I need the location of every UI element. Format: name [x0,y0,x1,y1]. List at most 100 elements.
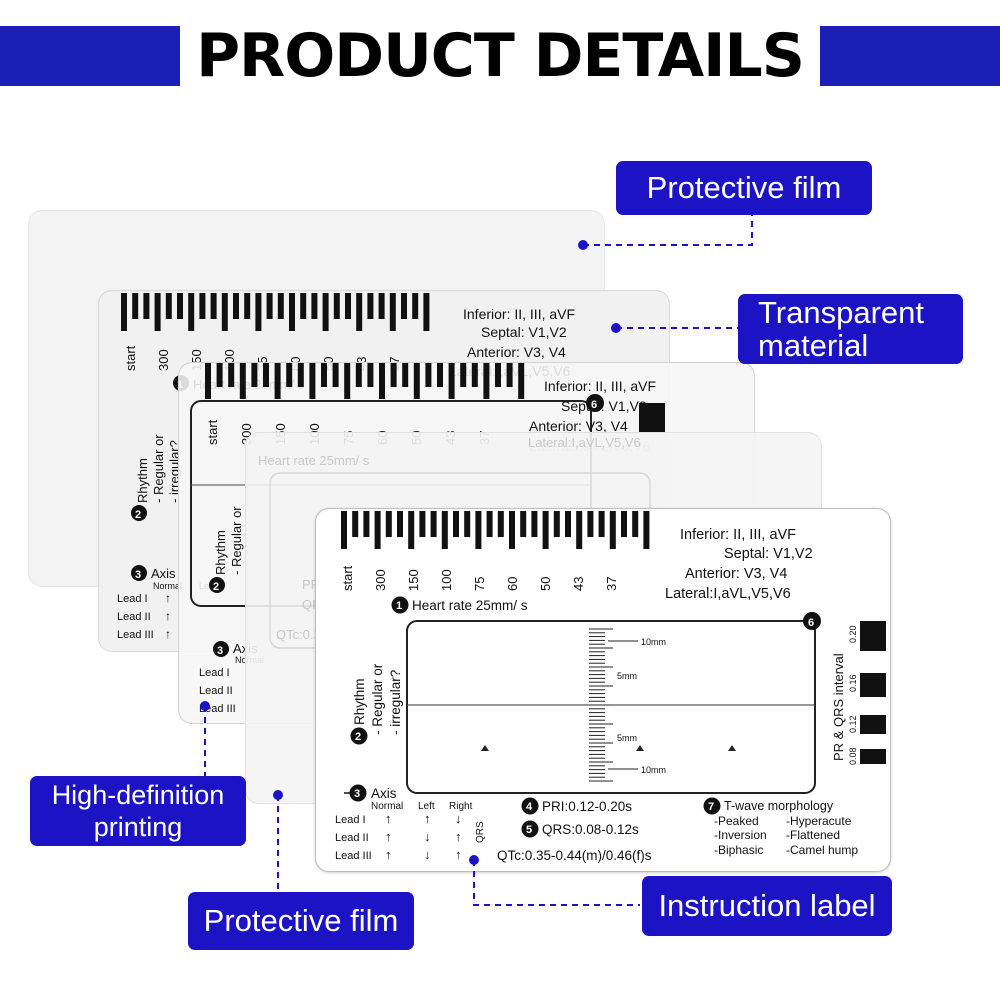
hr-tick-bar [251,363,258,387]
mm-ruler [589,628,613,782]
step-3-number: 3 [354,788,360,800]
axis-label: Axis [151,566,176,581]
hr-tick-bar [531,511,538,537]
page-title: PRODUCT DETAILS [196,21,805,91]
interval-block-016 [860,673,886,697]
step-6-badge [803,612,821,630]
step-4-number: 4 [526,801,533,813]
twave-biphasic: -Biphasic [714,843,763,857]
hr-tick-bar [495,363,501,387]
step-1-badge [391,596,409,614]
marker-triangle-3 [728,745,736,751]
hr-tick-bar [274,363,281,399]
hr-tick-bar [286,363,293,387]
hr-tick-bar [121,293,127,331]
hr-tick-bar [437,363,443,387]
hr-tick-bar [483,363,490,399]
hr-tick-bar [565,511,571,537]
leader-dot-transparent [611,323,621,333]
hr-tick-bar [309,363,316,399]
hr-tick-bar [518,363,525,399]
hr-tick-bar [154,293,161,331]
hr-tick-bar [321,363,327,387]
interval-block [639,403,665,433]
hr-scale-label: 60 [505,577,520,591]
hr-tick-bar [389,293,396,331]
hr-tick-bar [423,293,430,331]
hr-scale-label: start [340,565,355,591]
step-3-badge [213,641,229,657]
step-7-number: 7 [708,801,714,813]
hr-tick-bar [401,293,407,319]
hr-tick-bar [188,293,195,331]
hr-tick-bar [379,363,385,399]
marker-triangle-1 [481,745,489,751]
axis-right-2: ↑ [455,829,462,844]
hr-tick-bar [216,363,223,387]
axis-normal-2: ↑ [385,829,392,844]
rhythm-line-2: - Regular or [151,434,166,503]
leader-dot-instruction [469,855,479,865]
hr-scale-label: 150 [406,569,421,591]
step-1-number: 1 [396,600,402,612]
callout-high-definition-printing: High-definition printing [30,776,246,846]
callout-protective-film-bottom-text: Protective film [203,903,399,938]
hr-tick-bar [475,511,482,549]
lead-septal: Septal: V1,V2 [724,546,813,562]
leader-dot-film-bottom [273,790,283,800]
twave-inversion: -Inversion [714,828,767,842]
hr-tick-bar [390,363,397,387]
ghost-lead-lateral: Lateral:I,aVL,V5,V6 [528,435,641,450]
hr-tick-bar [345,293,351,319]
hr-tick-bar [509,511,515,549]
axis-lead-1: Lead I [117,593,148,605]
callout-transparent-line-2: material [758,328,869,363]
axis-normal-3: ↑ [165,627,171,641]
qtc-label: QTc:0.35-0.44(m)/0.46(f)s [497,848,652,863]
axis-lead-3: Lead III [117,629,154,641]
hr-tick-bar [239,363,246,399]
interval-block-020 [860,621,886,651]
ruler-label-5mm-bottom: 5mm [617,733,637,743]
hr-tick-bar [205,363,211,399]
hr-tick-bar [430,511,437,537]
axis-lead-2: Lead II [199,685,233,697]
interval-value-016: 0.16 [848,674,858,692]
ruler-label-5mm-top: 5mm [617,671,637,681]
hr-scale-label: start [205,419,220,445]
callout-transparent-material: Transparent material [738,294,963,364]
hr-tick-bar [397,511,403,537]
hr-tick-bar [333,293,340,319]
hr-tick-bar [412,293,419,319]
twave-hyperacute: -Hyperacute [786,814,852,828]
interval-label: PR & QRS interval [831,653,846,761]
axis-lead-2: Lead II [335,832,369,844]
hr-tick-bar [402,363,409,387]
step-6-badge [586,394,604,412]
step-2-badge [350,727,368,745]
axis-normal-1: ↑ [165,591,171,605]
hr-tick-bar [332,363,339,387]
leader-dot-film-top [578,240,588,250]
hr-tick-bar [300,293,307,319]
hr-tick-bar [553,511,560,537]
callout-protective-film-top: Protective film [616,161,872,215]
step-2-number: 2 [135,509,141,521]
rhythm-label: Rhythm [135,458,150,503]
heart-rate-label: Heart rate 25mm/ s [412,598,528,613]
lead-septal: Septal: V1,V2 [481,324,567,340]
hr-tick-bar [233,293,239,319]
axis-left-header: Left [418,801,435,812]
hr-tick-bar [486,511,493,537]
rhythm-label: Rhythm [352,678,367,725]
interval-value-008: 0.08 [848,747,858,765]
hr-tick-bar [471,363,478,387]
callout-instruction-label: Instruction label [642,876,892,936]
hr-tick-bar [609,511,616,549]
rhythm-label: Rhythm [213,530,228,575]
lead-anterior: Anterior: V3, V4 [685,566,787,582]
hr-tick-bar [460,363,467,387]
lead-lateral: Lateral:I,aVL,V5,V6 [665,586,791,602]
hr-scale-label: 75 [472,577,487,591]
